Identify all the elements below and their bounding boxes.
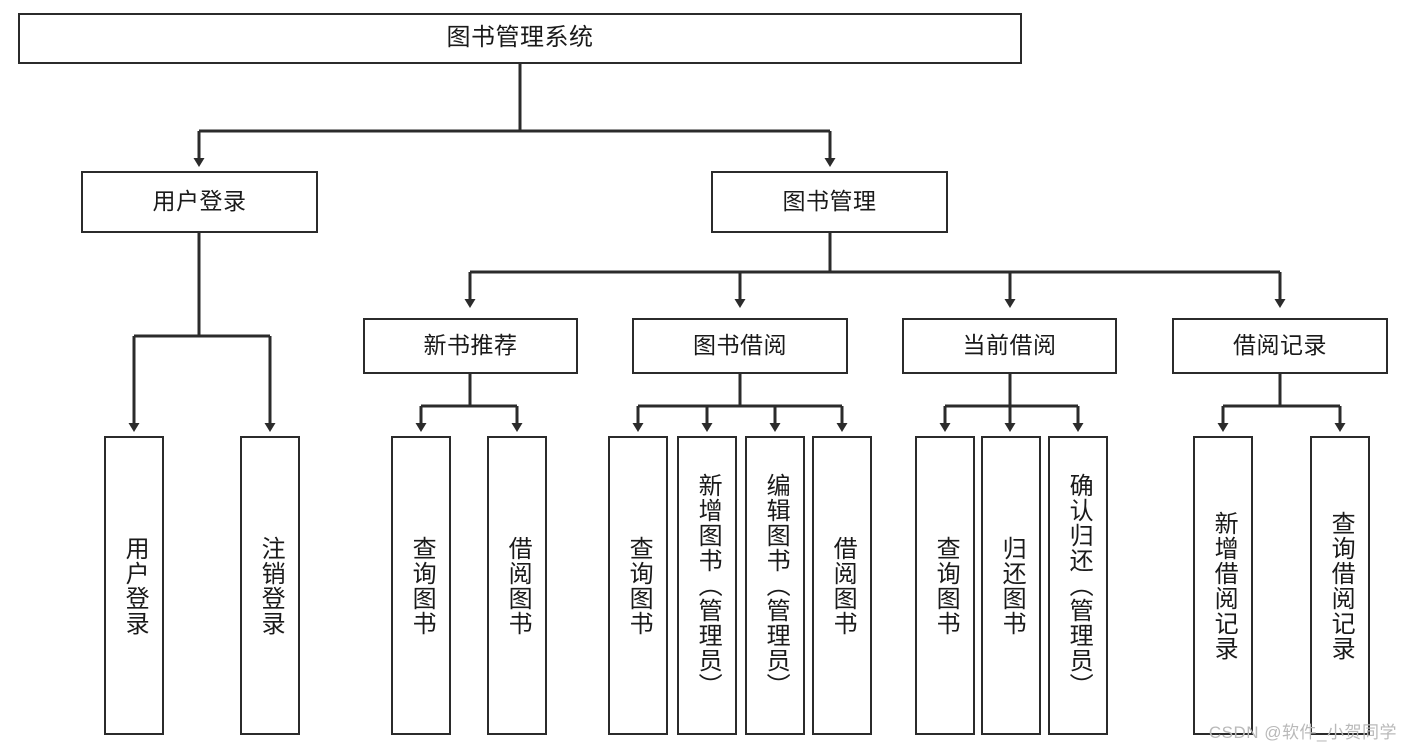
- leaf-user-login-signin[interactable]: 用户登录: [104, 436, 164, 735]
- leaf-user-login-signout-label: 注销登录: [257, 535, 285, 636]
- node-current-borrow[interactable]: 当前借阅: [902, 318, 1117, 374]
- node-book-borrow-label: 图书借阅: [693, 332, 787, 359]
- watermark: CSDN @软件_小贺同学: [1208, 723, 1397, 742]
- leaf-record-query-label: 查询借阅记录: [1327, 510, 1355, 661]
- node-new-book-recommend-label: 新书推荐: [423, 332, 518, 359]
- leaf-borrow-borrow-book-label: 借阅图书: [829, 535, 857, 636]
- node-borrow-record-label: 借阅记录: [1233, 332, 1327, 359]
- leaf-user-login-signout[interactable]: 注销登录: [240, 436, 300, 735]
- leaf-borrow-add-book[interactable]: 新增图书（管理员）: [677, 436, 737, 735]
- leaf-user-login-signin-label: 用户登录: [121, 535, 149, 636]
- leaf-new-book-query[interactable]: 查询图书: [391, 436, 451, 735]
- node-root-label: 图书管理系统: [446, 24, 594, 52]
- leaf-current-query-book-label: 查询图书: [932, 535, 960, 636]
- node-root[interactable]: 图书管理系统: [18, 13, 1022, 64]
- node-book-borrow[interactable]: 图书借阅: [632, 318, 848, 374]
- leaf-borrow-edit-book-label: 编辑图书（管理员）: [762, 473, 790, 698]
- leaf-borrow-query-book[interactable]: 查询图书: [608, 436, 668, 735]
- leaf-new-book-borrow[interactable]: 借阅图书: [487, 436, 547, 735]
- leaf-current-confirm-return[interactable]: 确认归还（管理员）: [1048, 436, 1108, 735]
- leaf-current-return-book-label: 归还图书: [998, 535, 1026, 636]
- leaf-new-book-query-label: 查询图书: [408, 535, 436, 636]
- node-user-login[interactable]: 用户登录: [81, 171, 318, 233]
- leaf-new-book-borrow-label: 借阅图书: [504, 535, 532, 636]
- node-book-management[interactable]: 图书管理: [711, 171, 948, 233]
- leaf-borrow-query-book-label: 查询图书: [625, 535, 653, 636]
- leaf-borrow-edit-book[interactable]: 编辑图书（管理员）: [745, 436, 805, 735]
- node-user-login-label: 用户登录: [152, 188, 247, 215]
- leaf-borrow-add-book-label: 新增图书（管理员）: [694, 473, 722, 698]
- node-new-book-recommend[interactable]: 新书推荐: [363, 318, 578, 374]
- leaf-current-confirm-return-label: 确认归还（管理员）: [1065, 473, 1093, 698]
- leaf-borrow-borrow-book[interactable]: 借阅图书: [812, 436, 872, 735]
- leaf-record-query[interactable]: 查询借阅记录: [1310, 436, 1370, 735]
- leaf-current-query-book[interactable]: 查询图书: [915, 436, 975, 735]
- leaf-record-add[interactable]: 新增借阅记录: [1193, 436, 1253, 735]
- leaf-record-add-label: 新增借阅记录: [1210, 510, 1238, 661]
- node-borrow-record[interactable]: 借阅记录: [1172, 318, 1388, 374]
- node-current-borrow-label: 当前借阅: [962, 332, 1057, 359]
- node-book-management-label: 图书管理: [782, 188, 877, 215]
- leaf-current-return-book[interactable]: 归还图书: [981, 436, 1041, 735]
